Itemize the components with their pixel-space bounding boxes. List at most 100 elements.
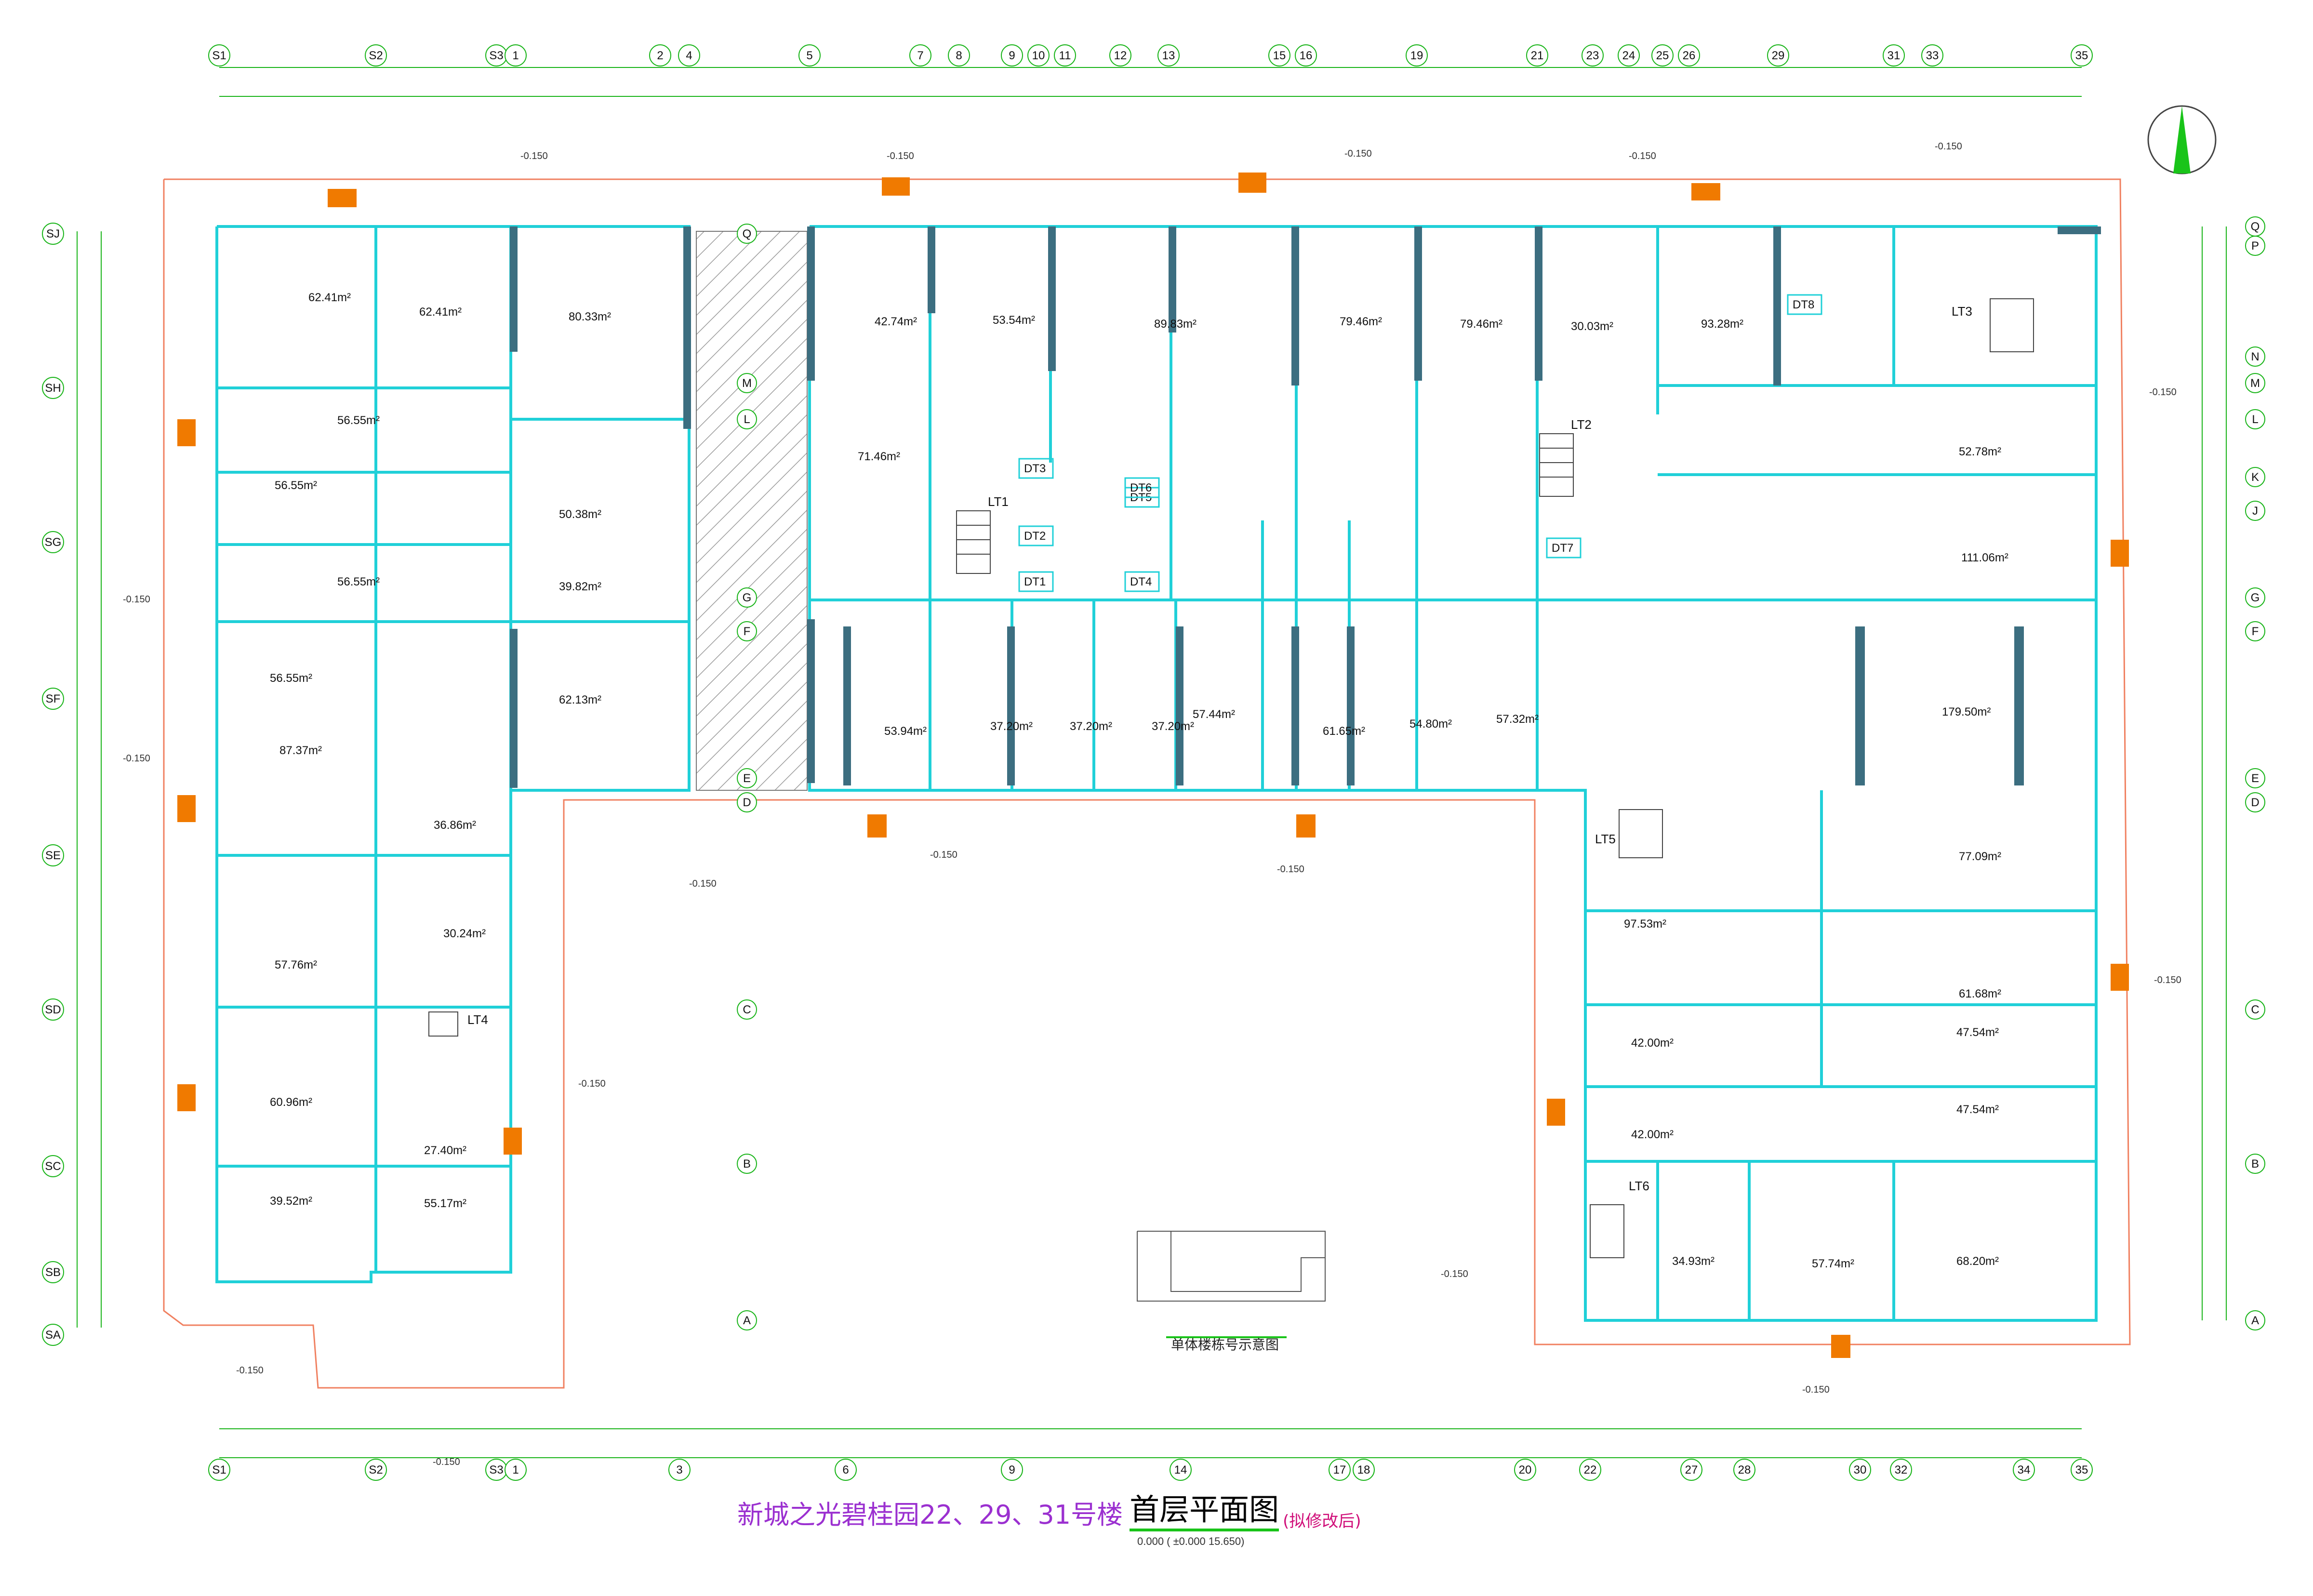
bottom-axis-label: 17 [1333, 1463, 1346, 1476]
middle-axis-label: B [743, 1157, 751, 1170]
room-area-label: 53.94m² [884, 725, 927, 738]
room-area-label: 30.03m² [1571, 320, 1613, 333]
room-area-label: 47.54m² [1956, 1103, 1999, 1116]
middle-axis-label-bubble [737, 1310, 757, 1330]
left-axis-label-bubble [42, 377, 64, 399]
left-axis-label-bubble [42, 844, 64, 866]
svg-text:-0.150: -0.150 [123, 753, 150, 764]
elevator-label: DT3 [1024, 462, 1046, 475]
top-axis-label: S3 [489, 49, 503, 62]
middle-axis-label: A [743, 1314, 751, 1327]
room-area-label: 39.82m² [559, 580, 601, 593]
right-axis-label: D [2251, 796, 2259, 809]
bottom-axis-label: 3 [676, 1463, 682, 1476]
svg-text:-0.150: -0.150 [520, 151, 548, 161]
top-axis-label: 25 [1656, 49, 1669, 62]
left-axis-label: SC [45, 1160, 61, 1173]
middle-axis-label: D [743, 796, 751, 809]
room-area-label: 57.74m² [1812, 1257, 1854, 1270]
stair-label: LT5 [1595, 832, 1616, 846]
top-axis-label-bubble [678, 44, 700, 66]
middle-axis-label-bubble [737, 224, 757, 244]
middle-axis-label: C [743, 1003, 751, 1016]
right-axis-label-bubble [2245, 768, 2265, 788]
right-axis-label: A [2251, 1314, 2259, 1327]
bottom-axis-label: S1 [212, 1463, 226, 1476]
right-axis-label: B [2251, 1157, 2259, 1170]
middle-axis-label: M [742, 377, 752, 390]
right-axis-label: Q [2251, 220, 2260, 233]
right-axis-label-bubble [2245, 346, 2265, 367]
fire-hydrant-icon [177, 173, 2129, 1358]
stair-label: LT1 [988, 494, 1009, 509]
top-axis-label: 8 [956, 49, 962, 62]
right-axis-label: F [2252, 625, 2259, 638]
top-axis-label-bubble [1651, 44, 1674, 66]
elevator-label: DT2 [1024, 530, 1046, 543]
elevator-shaft [1018, 571, 1054, 592]
project-title: 新城之光碧桂园22、29、31号楼 [737, 1500, 1123, 1530]
top-axis-label: 13 [1162, 49, 1175, 62]
room-area-label: 111.06m² [1961, 551, 2008, 564]
left-axis-label: SB [45, 1266, 61, 1279]
right-axis-label: K [2251, 471, 2259, 484]
slab-outline [163, 178, 2131, 1389]
room-area-label: 89.83m² [1154, 318, 1196, 331]
room-area-label: 87.37m² [279, 744, 322, 757]
top-axis-label: 7 [917, 49, 923, 62]
top-axis-label-bubble [1268, 44, 1290, 66]
top-axis-label-bubble [798, 44, 821, 66]
top-axis-label-bubble [1027, 44, 1050, 66]
level-note: 0.000 ( ±0.000 15.650) [1137, 1535, 1245, 1547]
bottom-axis-label: 22 [1584, 1463, 1597, 1476]
bottom-axis-label-bubble [1514, 1459, 1536, 1481]
middle-axis-label-bubble [737, 768, 757, 788]
room-area-label: 56.55m² [275, 479, 317, 492]
elevator-shaft [1124, 571, 1160, 592]
middle-axis-label: G [743, 591, 752, 604]
room-area-label: 60.96m² [270, 1096, 312, 1109]
middle-axis-label-bubble [737, 792, 757, 812]
elevator-label: DT6 [1130, 481, 1152, 494]
middle-axis-label-bubble [737, 373, 757, 393]
right-axis-label-bubble [2245, 621, 2265, 641]
bottom-axis-label-bubble [1890, 1459, 1912, 1481]
room-area-label: 34.93m² [1672, 1255, 1715, 1268]
elevator-shaft [1546, 537, 1582, 559]
left-axis-label-bubble [42, 998, 64, 1021]
top-axis-label-bubble [1157, 44, 1180, 66]
room-area-label: 57.44m² [1193, 708, 1235, 721]
top-grid [219, 67, 2082, 97]
top-axis-label-bubble [649, 44, 671, 66]
bottom-axis-label-bubble [1849, 1459, 1871, 1481]
bottom-axis-label: S2 [369, 1463, 383, 1476]
right-axis-label-bubble [2245, 373, 2265, 393]
bottom-axis-label: 14 [1174, 1463, 1187, 1476]
right-grid [2202, 226, 2227, 1320]
room-area-label: 77.09m² [1959, 850, 2001, 863]
bottom-axis-label-bubble [835, 1459, 857, 1481]
room-area-label: 39.52m² [270, 1195, 312, 1208]
room-area-label: 37.20m² [1070, 720, 1112, 733]
key-plan [1137, 1231, 1326, 1338]
room-area-label: 53.54m² [993, 314, 1035, 327]
elevator-label: DT1 [1024, 575, 1046, 588]
top-axis-label-bubble [365, 44, 387, 66]
right-axis-label: E [2251, 772, 2259, 785]
room-area-label: 42.00m² [1631, 1037, 1674, 1050]
bottom-axis-label-bubble [1170, 1459, 1192, 1481]
left-axis-label: SG [45, 536, 62, 549]
drawing-title: 新城之光碧桂园22、29、31号楼 首层平面图 (拟修改后) [737, 1492, 1361, 1531]
room-area-label: 62.41m² [419, 306, 462, 319]
room-area-label: 52.78m² [1959, 445, 2001, 458]
top-axis-label: 9 [1009, 49, 1015, 62]
top-axis-label: S1 [212, 49, 226, 62]
bottom-axis-label-bubble [1733, 1459, 1755, 1481]
svg-text:-0.150: -0.150 [1629, 151, 1656, 161]
svg-text:-0.150: -0.150 [887, 151, 914, 161]
wall-outlines [215, 225, 2098, 1322]
